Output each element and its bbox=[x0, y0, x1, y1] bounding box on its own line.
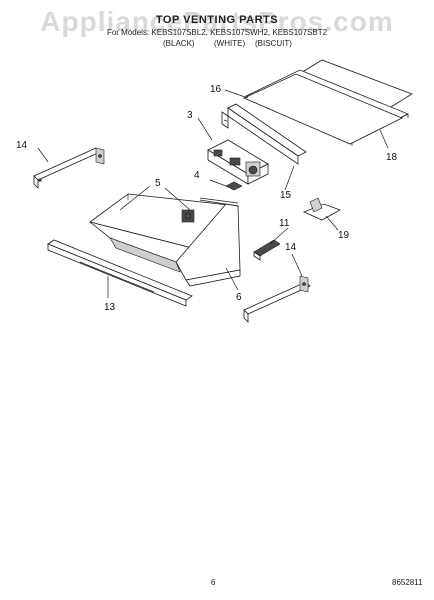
part-6-side-frame[interactable] bbox=[175, 197, 241, 287]
callout-3: 3 bbox=[187, 110, 193, 121]
part-13-front-trim[interactable] bbox=[47, 239, 193, 307]
callout-4: 4 bbox=[194, 170, 200, 181]
callout-15: 15 bbox=[280, 190, 292, 201]
color-label-white: (WHITE) bbox=[214, 39, 246, 48]
part-3-fan-assembly[interactable] bbox=[207, 139, 269, 185]
callout-14-left: 14 bbox=[16, 140, 28, 151]
callout-6: 6 bbox=[236, 292, 242, 303]
callout-19: 19 bbox=[338, 230, 350, 241]
color-label-black: (BLACK) bbox=[163, 39, 195, 48]
page-title: TOP VENTING PARTS bbox=[155, 14, 279, 26]
callout-13: 13 bbox=[104, 302, 116, 313]
callout-11: 11 bbox=[279, 218, 290, 229]
document-code: 8652811 bbox=[392, 578, 423, 587]
part-16-vent-panel[interactable] bbox=[243, 73, 403, 145]
callout-14-right: 14 bbox=[285, 242, 297, 253]
callout-16: 16 bbox=[210, 84, 222, 95]
part-14-right-bracket[interactable] bbox=[243, 275, 311, 323]
color-label-biscuit: (BISCUIT) bbox=[255, 39, 292, 48]
part-11-terminal-block[interactable] bbox=[253, 239, 281, 261]
page-number: 6 bbox=[211, 578, 216, 587]
callout-18: 18 bbox=[386, 152, 398, 163]
model-list: For Models: KEBS107SBL2, KEBS107SWH2, KE… bbox=[106, 28, 328, 37]
part-19-clip[interactable] bbox=[302, 197, 341, 221]
part-14-left-bracket[interactable] bbox=[33, 147, 105, 189]
part-15-bracket[interactable] bbox=[221, 103, 307, 165]
part-4-connector[interactable] bbox=[225, 181, 243, 191]
callout-5: 5 bbox=[155, 178, 161, 189]
